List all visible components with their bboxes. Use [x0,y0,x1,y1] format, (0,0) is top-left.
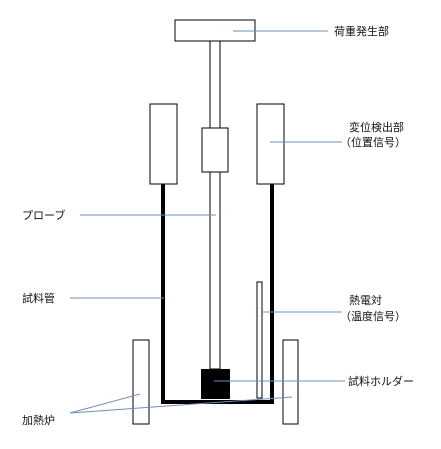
label-sample-holder: 試料ホルダー [348,374,414,388]
displacement-core-block [201,127,229,173]
label-sample-tube: 試料管 [22,291,55,305]
probe-rod [209,40,221,370]
label-probe: プローブ [22,208,65,222]
leader-furnace-right [69,396,293,414]
leader-furnace-left [69,393,141,414]
label-thermocouple-2: （温度信号） [340,309,406,323]
heating-furnace-left [132,339,150,425]
displacement-detector-right [256,103,285,185]
label-thermocouple-1: 熱電対 [349,293,382,307]
thermocouple [256,281,263,399]
heating-furnace-right [282,339,299,425]
label-displacement-detector-1: 変位検出部 [349,120,404,134]
label-heating-furnace: 加熱炉 [22,414,55,427]
displacement-detector-left [149,103,178,185]
label-displacement-detector-2: （位置信号） [340,135,406,149]
label-load-generator: 荷重発生部 [334,24,389,38]
sample-holder [201,369,230,399]
